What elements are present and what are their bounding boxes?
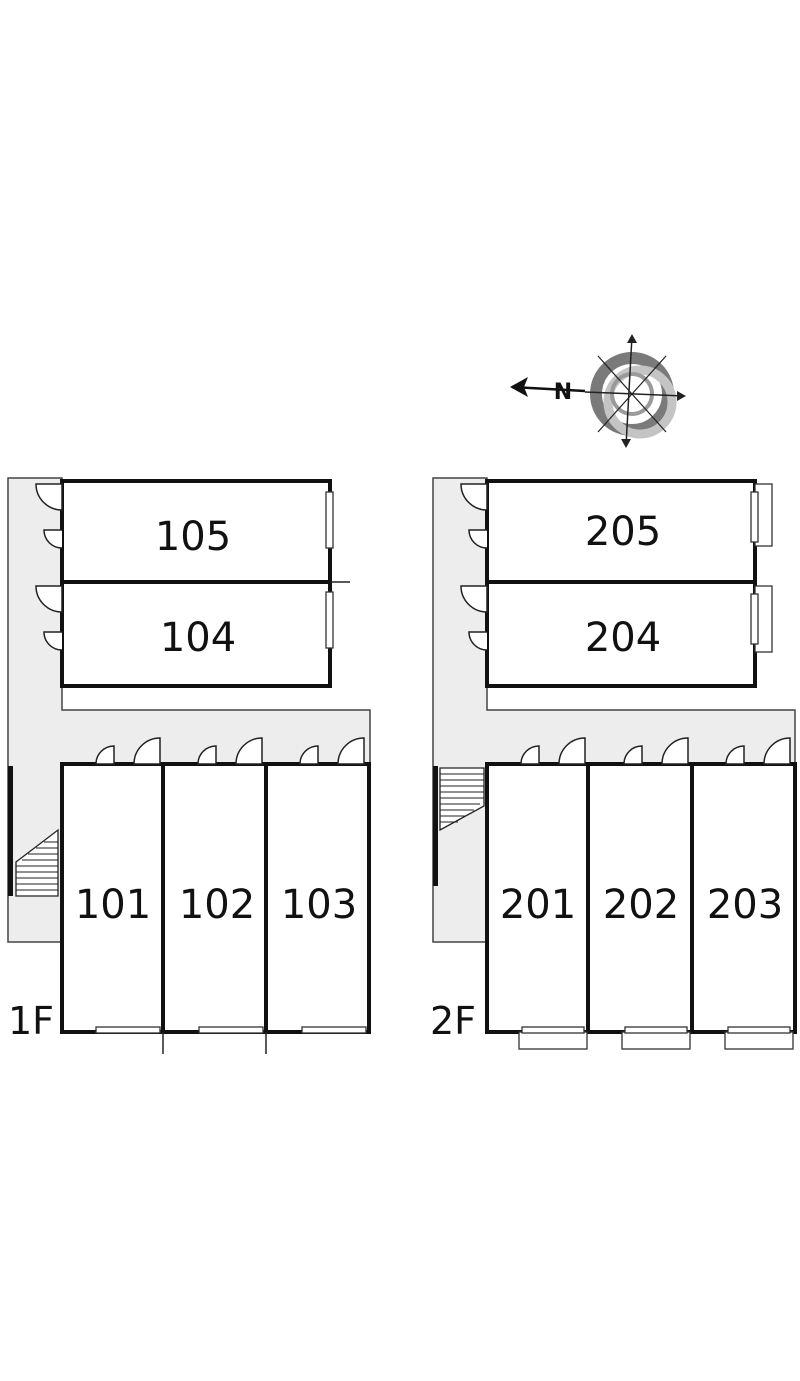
door-icon xyxy=(460,483,791,765)
unit-label-105: 105 xyxy=(155,514,231,560)
unit-label-201: 201 xyxy=(500,882,576,928)
unit-203 xyxy=(690,762,797,1034)
unit-label-103: 103 xyxy=(281,882,357,928)
window-icon xyxy=(521,491,791,1034)
floor-2f: 205 204 201 202 203 2F xyxy=(430,477,797,1050)
unit-label-202: 202 xyxy=(603,882,679,928)
unit-label-204: 204 xyxy=(585,615,661,661)
unit-label-104: 104 xyxy=(160,615,236,661)
unit-205 xyxy=(485,479,757,584)
unit-label-101: 101 xyxy=(75,882,151,928)
window-icon xyxy=(95,491,367,1034)
compass-north-letter: N xyxy=(554,380,572,405)
door-icon xyxy=(35,483,365,765)
floor-label-1f: 1F xyxy=(8,999,54,1043)
floor-1f: 105 104 101 102 103 1F xyxy=(7,477,371,1054)
unit-label-205: 205 xyxy=(585,509,661,555)
compass-icon: N xyxy=(510,334,686,448)
unit-label-203: 203 xyxy=(707,882,783,928)
floor-label-2f: 2F xyxy=(430,999,476,1043)
stair-icon xyxy=(439,767,485,832)
unit-label-102: 102 xyxy=(179,882,255,928)
stair-icon xyxy=(15,828,59,897)
